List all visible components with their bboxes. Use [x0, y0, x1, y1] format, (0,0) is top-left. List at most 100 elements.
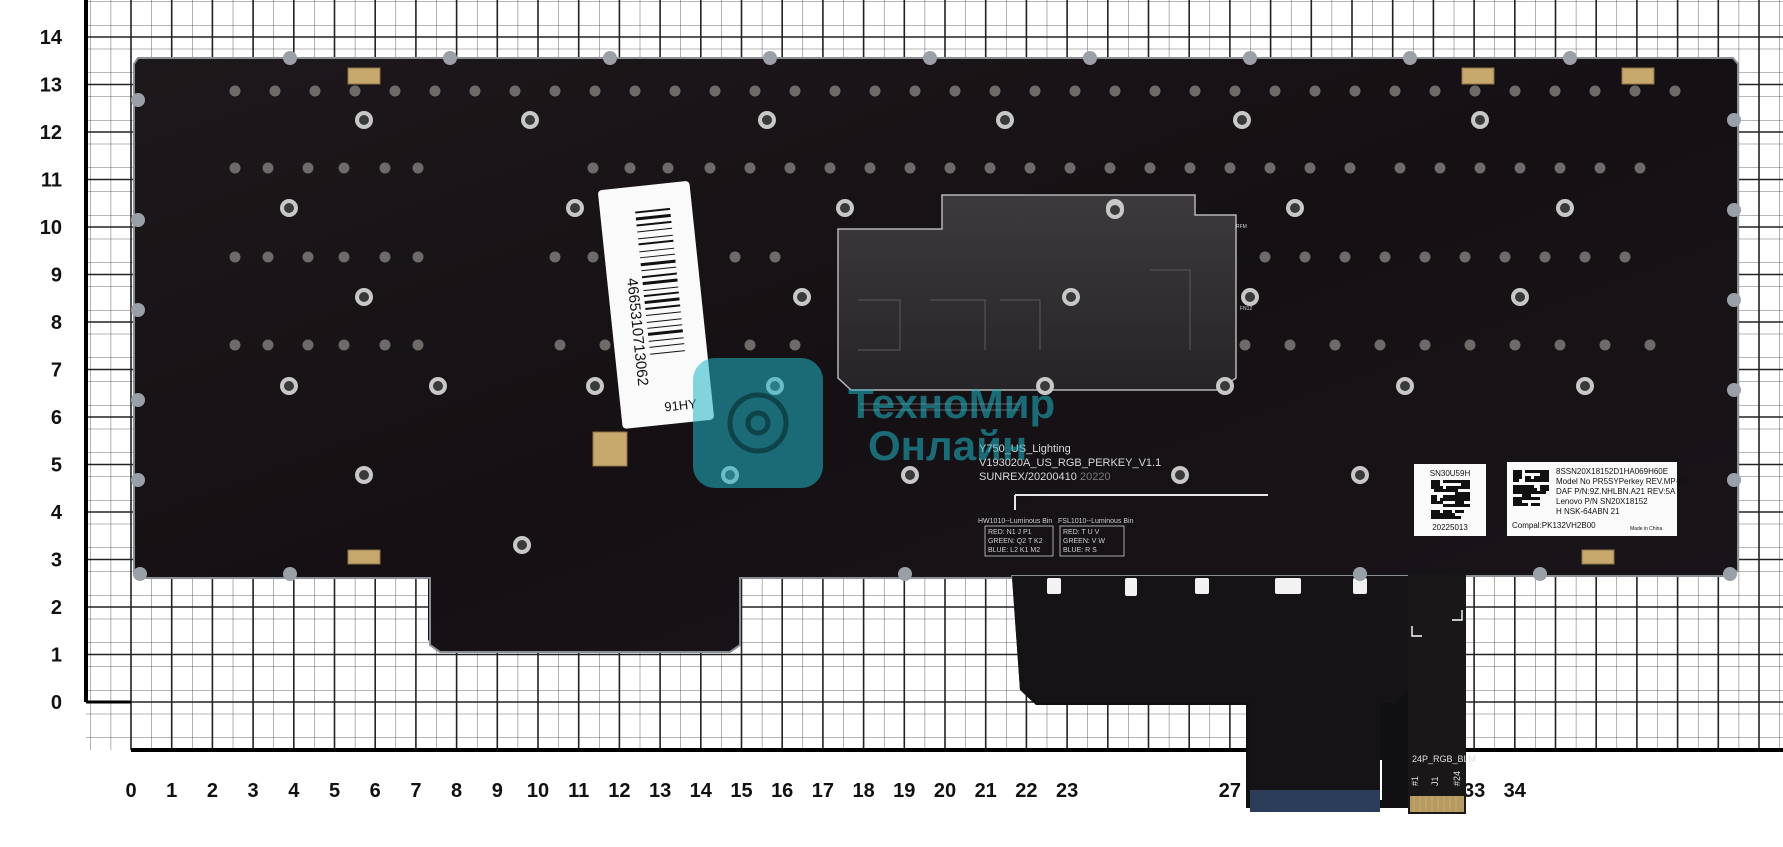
- led-dot: [1024, 162, 1036, 174]
- led-dot: [1184, 162, 1196, 174]
- led-dot: [869, 85, 881, 97]
- screw-post-hole: [1110, 205, 1120, 215]
- qr-cell: [1458, 516, 1461, 519]
- qr-cell: [1452, 516, 1455, 519]
- edge-tab: [1533, 567, 1547, 581]
- edge-tab: [133, 567, 147, 581]
- qr-cell: [1434, 501, 1437, 504]
- qr-cell: [1446, 486, 1449, 489]
- qr-cell: [1458, 495, 1461, 498]
- x-ruler-label: 7: [410, 780, 421, 802]
- qr-cell: [1449, 486, 1452, 489]
- led-dot: [1264, 162, 1276, 174]
- y-ruler-label: 14: [40, 27, 63, 49]
- table-right-row: BLUE: R S: [1063, 547, 1097, 554]
- y-ruler-label: 6: [51, 407, 62, 429]
- led-dot: [412, 162, 424, 174]
- led-dot: [1589, 85, 1601, 97]
- led-dot: [1109, 85, 1121, 97]
- led-dot: [229, 85, 241, 97]
- x-ruler-label: 14: [690, 780, 713, 802]
- qr-cell: [1519, 491, 1522, 494]
- qr-cell: [1516, 470, 1519, 473]
- info-line: Lenovo P/N SN20X18152: [1556, 497, 1648, 506]
- led-dot: [1144, 162, 1156, 174]
- x-ruler-label: 13: [649, 780, 671, 802]
- led-dot: [338, 162, 350, 174]
- qr-cell: [1431, 510, 1434, 513]
- qr-cell: [1467, 498, 1470, 501]
- led-dot: [1599, 339, 1611, 351]
- barcode-bar: [641, 272, 677, 279]
- qr-cell: [1458, 486, 1461, 489]
- led-dot: [829, 85, 841, 97]
- led-dot: [1509, 85, 1521, 97]
- screw-post-hole: [1355, 470, 1365, 480]
- qr-cell: [1528, 479, 1531, 482]
- qr-cell: [1522, 494, 1525, 497]
- x-ruler-label: 2: [207, 780, 218, 802]
- led-dot: [1374, 339, 1386, 351]
- led-dot: [1299, 251, 1311, 263]
- screw-post-hole: [1290, 203, 1300, 213]
- qr-cell: [1437, 480, 1440, 483]
- edge-tab: [1727, 383, 1741, 397]
- qr-cell: [1431, 513, 1434, 516]
- qr-cell: [1446, 498, 1449, 501]
- qr-cell: [1537, 476, 1540, 479]
- watermark-line-1: ТехноМир: [848, 380, 1055, 427]
- led-dot: [709, 85, 721, 97]
- qr-cell: [1467, 495, 1470, 498]
- screw-post-hole: [590, 381, 600, 391]
- qr-cell: [1522, 488, 1525, 491]
- led-dot: [1634, 162, 1646, 174]
- x-ruler-label: 16: [771, 780, 793, 802]
- led-dot: [587, 162, 599, 174]
- barcode-bar: [635, 213, 671, 221]
- qr-cell: [1516, 485, 1519, 488]
- x-ruler-label: 6: [370, 780, 381, 802]
- qr-cell: [1440, 489, 1443, 492]
- led-dot: [1149, 85, 1161, 97]
- led-dot: [1349, 85, 1361, 97]
- x-ruler-label: 0: [125, 780, 136, 802]
- table-left-row: BLUE: L2 K1 M2: [988, 547, 1040, 554]
- led-dot: [1064, 162, 1076, 174]
- screw-post-hole: [433, 381, 443, 391]
- edge-tab: [131, 213, 145, 227]
- barcode-bar: [639, 247, 675, 253]
- led-dot: [944, 162, 956, 174]
- led-dot: [379, 251, 391, 263]
- qr-cell: [1519, 503, 1522, 506]
- qr-cell: [1446, 510, 1449, 513]
- barcode-bar: [643, 291, 679, 298]
- led-dot: [302, 251, 314, 263]
- qr-cell: [1525, 470, 1528, 473]
- led-dot: [1499, 251, 1511, 263]
- y-ruler-label: 13: [40, 75, 62, 97]
- qr-cell: [1513, 485, 1516, 488]
- qr-cell: [1446, 489, 1449, 492]
- qr-cell: [1525, 491, 1528, 494]
- qr-cell: [1540, 488, 1543, 491]
- qr-cell: [1464, 480, 1467, 483]
- qr-cell: [1446, 480, 1449, 483]
- led-dot: [429, 85, 441, 97]
- led-dot: [1229, 85, 1241, 97]
- y-ruler-label: 10: [40, 217, 62, 239]
- screw-post-hole: [1066, 292, 1076, 302]
- led-dot: [729, 251, 741, 263]
- qr-cell: [1443, 495, 1446, 498]
- led-dot: [302, 162, 314, 174]
- y-ruler-label: 4: [51, 502, 63, 524]
- led-dot: [1619, 251, 1631, 263]
- qr-cell: [1446, 516, 1449, 519]
- led-dot: [909, 85, 921, 97]
- edge-tab: [1563, 51, 1577, 65]
- qr-cell: [1437, 483, 1440, 486]
- ribbon-label: 24P_RGB_BLM: [1412, 754, 1476, 764]
- qr-cell: [1455, 516, 1458, 519]
- qr-cell: [1525, 479, 1528, 482]
- qr-cell: [1443, 498, 1446, 501]
